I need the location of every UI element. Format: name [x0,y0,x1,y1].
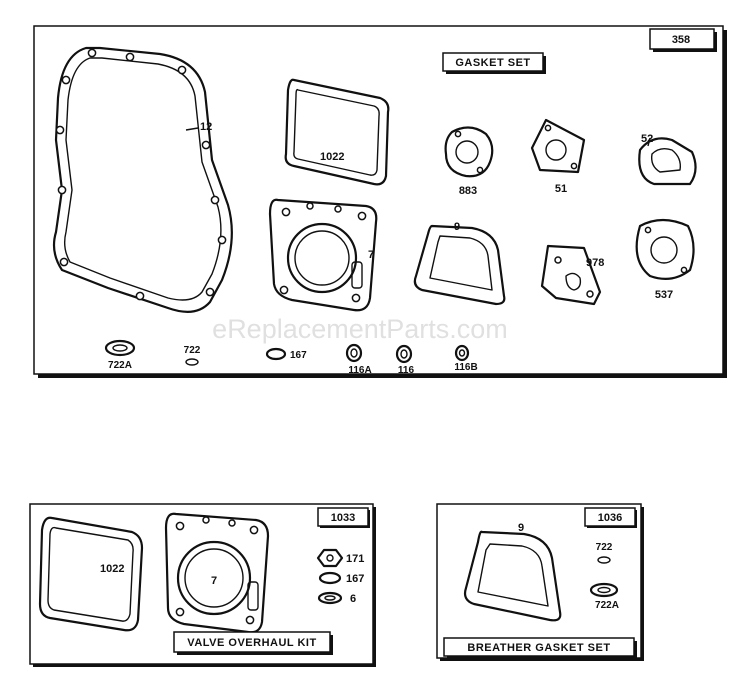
gasket-set-number-box [649,28,715,50]
breather-kit-panel-frame [436,503,642,659]
breather-kit-title: BREATHER GASKET SET [467,642,610,654]
gasket-set-title-box [442,52,544,72]
breather-kit-part-722A-label: 722A [595,600,619,611]
valve-kit-part-167-label: 167 [346,573,364,585]
part-116-seal: 116 [395,344,415,376]
gasket-set-number: 358 [672,34,690,46]
valve-kit-part-171-nut: 171 [316,548,364,568]
valve-overhaul-kit-panel: 1033 1022 7 171 16 [29,503,376,667]
part-537-gasket: 537 [635,218,695,301]
part-12-label: 12 [200,121,212,133]
part-722A-seal: 722A [104,339,136,371]
part-978-label: 978 [586,257,604,269]
part-7-label: 7 [368,249,374,261]
part-52-label: 52 [641,133,653,145]
valve-kit-part-1022-label: 1022 [100,563,124,575]
part-51-gasket: 51 [530,118,586,195]
part-12-crankcase-gasket: 12 [52,46,233,313]
valve-kit-part-6-seal: 6 [317,591,356,605]
part-7-head-gasket: 7 [268,198,378,312]
part-883-label: 883 [459,185,477,197]
part-9-breather-gasket: 9 [413,221,506,306]
valve-kit-number: 1033 [331,512,355,524]
valve-kit-part-1022-gasket: 1022 [38,516,144,632]
part-722A-label: 722A [108,360,132,371]
part-537-label: 537 [655,289,673,301]
part-52-gasket: 52 [638,133,697,186]
valve-kit-part-7-label: 7 [211,575,217,587]
valve-kit-title-box [173,631,331,653]
part-722-washer: 722 [184,345,201,366]
breather-kit-part-722A-seal: 722A [589,582,619,611]
valve-kit-part-6-label: 6 [350,593,356,605]
breather-kit-part-9-gasket: 9 [463,522,562,622]
part-51-label: 51 [555,183,567,195]
valve-kit-number-box [317,507,369,527]
gasket-set-title: GASKET SET [455,57,530,69]
gasket-set-panel: 358 GASKET SET 12 1022 [33,25,727,378]
part-978-plate: 978 [540,244,604,306]
gasket-set-panel-frame [33,25,724,375]
breather-kit-title-box [443,637,635,657]
part-722-label: 722 [184,345,201,356]
breather-kit-part-722-label: 722 [596,542,613,553]
valve-kit-part-167-seal: 167 [318,571,364,585]
breather-kit-number-box [584,507,636,527]
breather-kit-number: 1036 [598,512,622,524]
part-167-label: 167 [290,350,307,361]
part-116B-label: 116B [454,362,477,373]
watermark: eReplacementParts.com [212,314,508,344]
part-167-seal: 167 [265,347,307,361]
part-883-gasket: 883 [444,126,494,197]
part-116A-seal: 116A [345,343,372,376]
part-116B-seal: 116B [454,344,478,373]
part-1022-gasket: 1022 [284,78,390,186]
valve-kit-title: VALVE OVERHAUL KIT [187,637,316,649]
breather-kit-part-722-washer: 722 [596,542,613,564]
breather-gasket-set-panel: 1036 9 722 722A BREATHER GASKET SET [436,503,644,661]
part-116-label: 116 [398,365,415,376]
part-116A-label: 116A [348,365,371,376]
valve-kit-part-171-label: 171 [346,553,364,565]
part-1022-label: 1022 [320,151,344,163]
breather-kit-part-9-label: 9 [518,522,524,534]
part-9-label: 9 [454,221,460,233]
